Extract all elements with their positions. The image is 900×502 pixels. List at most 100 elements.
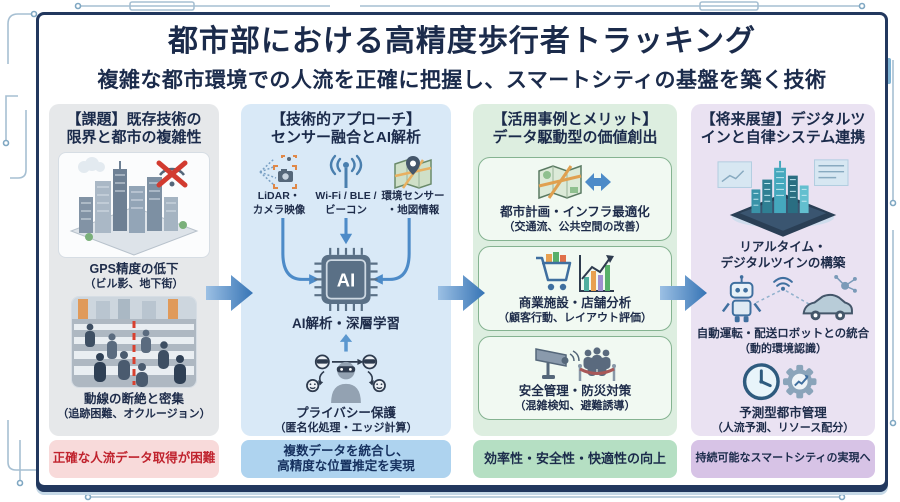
approach-footer: 複数データを統合し、 高精度な位置推定を実現 [241, 439, 451, 478]
lidar-caption-line2: カメラ映像 [252, 203, 306, 216]
usecases-footer: 効率性・安全性・快適性の向上 [473, 439, 677, 478]
approach-header-line2: センサー融合とAI解析 [270, 129, 421, 147]
approach-footer-line2: 高精度な位置推定を実現 [277, 458, 415, 473]
predictive-caption: 予測型都市管理 （人流予測、リソース配分） [712, 405, 854, 436]
challenge-footer: 正確な人流データ取得が困難 [49, 439, 219, 478]
city-buildings-graphic [69, 157, 199, 256]
cctv-crowd-icon [535, 347, 616, 382]
page-title: 都市部における高精度歩行者トラッキング [167, 25, 757, 58]
retail-caption: 商業施設・店舗分析 （顧客行動、レイアウト評価） [498, 295, 652, 326]
wifi-caption-line1: Wi-Fi / BLE / [315, 190, 377, 202]
digital-twin-caption-line1: リアルタイム・ [739, 239, 827, 254]
network-node-icon [834, 275, 857, 293]
column-future-body: 【将来展望】デジタルツ インと自律システム連携 [691, 103, 875, 436]
autonomy-caption-line1: 自動運転・配送ロボットとの統合 [696, 328, 870, 341]
predictive-caption-line2: （人流予測、リソース配分） [711, 422, 855, 435]
lidar-camera-icon [259, 155, 297, 189]
usecase-card-urban-planning: 都市計画・インフラ最適化 （交通流、公共空間の改善） [478, 157, 672, 241]
privacy-mask-icon [306, 354, 386, 403]
gps-caption: GPS精度の低下 （ビル影、地下街） [85, 261, 184, 292]
column-usecases-header: 【活用事例とメリット】 データ駆動型の価値創出 [492, 111, 657, 149]
twin-buildings [751, 160, 809, 214]
crosswalk-illustration [71, 295, 197, 388]
exchange-arrow-icon [585, 173, 611, 191]
autonomy-caption-line2: （動的環境認識） [738, 343, 827, 356]
column-approach-header: 【技術的アプローチ】 センサー融合とAI解析 [271, 111, 421, 149]
urban-planning-caption-line1: 都市計画・インフラ最適化 [500, 205, 650, 219]
column-approach: 【技術的アプローチ】 センサー融合とAI解析 [241, 103, 451, 478]
column-usecases-body: 【活用事例とメリット】 データ駆動型の価値創出 [473, 103, 677, 436]
safety-caption: 安全管理・防災対策 （混雑検知、避難誘導） [515, 383, 636, 414]
lidar-caption: LiDAR・ カメラ映像 [253, 190, 306, 217]
sensor-row: LiDAR・ カメラ映像 [247, 154, 445, 217]
occlusion-caption: 動線の断絶と密集 （追跡困難、オクルージョン） [57, 391, 210, 422]
occlusion-caption-line1: 動線の断絶と密集 [83, 391, 184, 406]
pedestrian-silhouettes [85, 323, 186, 387]
chip-pins [314, 248, 378, 312]
occlusion-caption-line2: （追跡困難、オクルージョン） [57, 407, 211, 420]
gear-icon [783, 364, 817, 399]
ai-chip-icon [321, 255, 371, 305]
page-subtitle: 複雑な都市環境での人流を正確に把握し、スマートシティの基盤を築く技術 [97, 68, 827, 92]
usecase-card-safety: 安全管理・防災対策 （混雑検知、避難誘導） [478, 336, 672, 420]
cloud-icon [78, 157, 105, 173]
lidar-caption-line1: LiDAR・ [257, 190, 301, 202]
city-illustration [58, 152, 210, 258]
digital-twin-illustration [717, 159, 849, 237]
future-footer: 持続可能なスマートシティの実現へ [691, 439, 875, 478]
wifi-caption-line2: ビーコン [325, 203, 367, 216]
buildings [79, 161, 187, 241]
map-pin-icon [394, 156, 432, 190]
car-icon [802, 294, 853, 321]
predictive-icons [742, 362, 817, 400]
robot-icon [721, 275, 762, 323]
future-footer-text: 持続可能なスマートシティの実現へ [695, 451, 871, 464]
column-future: 【将来展望】デジタルツ インと自律システム連携 [691, 103, 875, 478]
clock-icon [742, 362, 780, 400]
flow-arrow-1 [206, 274, 253, 311]
usecase-card-retail: 商業施設・店舗分析 （顧客行動、レイアウト評価） [478, 245, 672, 332]
column-approach-body: 【技術的アプローチ】 センサー融合とAI解析 [241, 103, 451, 436]
sensor-lidar: LiDAR・ カメラ映像 [247, 154, 311, 217]
wifi-caption: Wi-Fi / BLE / ビーコン [315, 190, 376, 217]
retail-caption-line2: （顧客行動、レイアウト評価） [498, 311, 652, 324]
challenge-header-line2: 限界と都市の複雑性 [66, 129, 202, 147]
ai-chip-label: AI [337, 270, 355, 291]
crosswalk-graphic [72, 296, 196, 387]
city-map-arrow-icon [538, 164, 611, 200]
gps-off-icon [156, 160, 188, 188]
challenge-header-line1: 【課題】既存技術の [66, 110, 202, 128]
map-caption-line2: ・地図情報 [386, 203, 440, 216]
up-arrow-icon [339, 334, 353, 352]
digital-twin-caption: リアルタイム・ デジタルツインの構築 [721, 239, 846, 272]
main-frame: 都市部における高精度歩行者トラッキング 複雑な都市環境での人流を正確に把握し、ス… [36, 12, 888, 488]
columns-row: 【課題】既存技術の 限界と都市の複雑性 [49, 103, 875, 478]
gps-caption-line1: GPS精度の低下 [89, 262, 179, 276]
column-usecases: 【活用事例とメリット】 データ駆動型の価値創出 [473, 103, 677, 478]
privacy-caption: プライバシー保護 （匿名化処理・エッジ計算） [275, 405, 418, 436]
cart-chart-icon [536, 251, 614, 292]
column-challenge-header: 【課題】既存技術の 限界と都市の複雑性 [66, 111, 201, 149]
digital-twin-caption-line2: デジタルツインの構築 [720, 255, 846, 270]
usecases-header-line1: 【活用事例とメリット】 [492, 110, 658, 128]
flow-arrow-3 [660, 274, 707, 311]
gps-caption-line2: （ビル影、地下街） [84, 278, 184, 291]
privacy-caption-line1: プライバシー保護 [296, 405, 396, 420]
wifi-beacon-icon [329, 154, 363, 188]
urban-planning-caption-line2: （交通流、公共空間の改善） [503, 221, 647, 234]
usecases-header-line2: データ駆動型の価値創出 [492, 129, 658, 147]
predictive-caption-line1: 予測型都市管理 [739, 405, 827, 420]
autonomy-caption: 自動運転・配送ロボットとの統合 （動的環境認識） [697, 327, 869, 356]
challenge-footer-text: 正確な人流データ取得が困難 [52, 451, 216, 465]
flow-arrow-2 [438, 274, 485, 311]
safety-caption-line1: 安全管理・防災対策 [518, 384, 632, 399]
wifi-signal-icon [773, 277, 793, 287]
approach-footer-line1: 複数データを統合し、 [283, 443, 409, 458]
map-caption-line1: 環境センサー [381, 190, 445, 202]
urban-planning-caption: 都市計画・インフラ最適化 （交通流、公共空間の改善） [500, 204, 650, 235]
future-header-line2: インと自律システム連携 [700, 129, 866, 147]
sensor-wifi: Wi-Fi / BLE / ビーコン [314, 154, 378, 217]
privacy-caption-line2: （匿名化処理・エッジ計算） [274, 422, 418, 435]
column-future-header: 【将来展望】デジタルツ インと自律システム連携 [701, 111, 866, 149]
autonomy-icons [721, 275, 857, 323]
